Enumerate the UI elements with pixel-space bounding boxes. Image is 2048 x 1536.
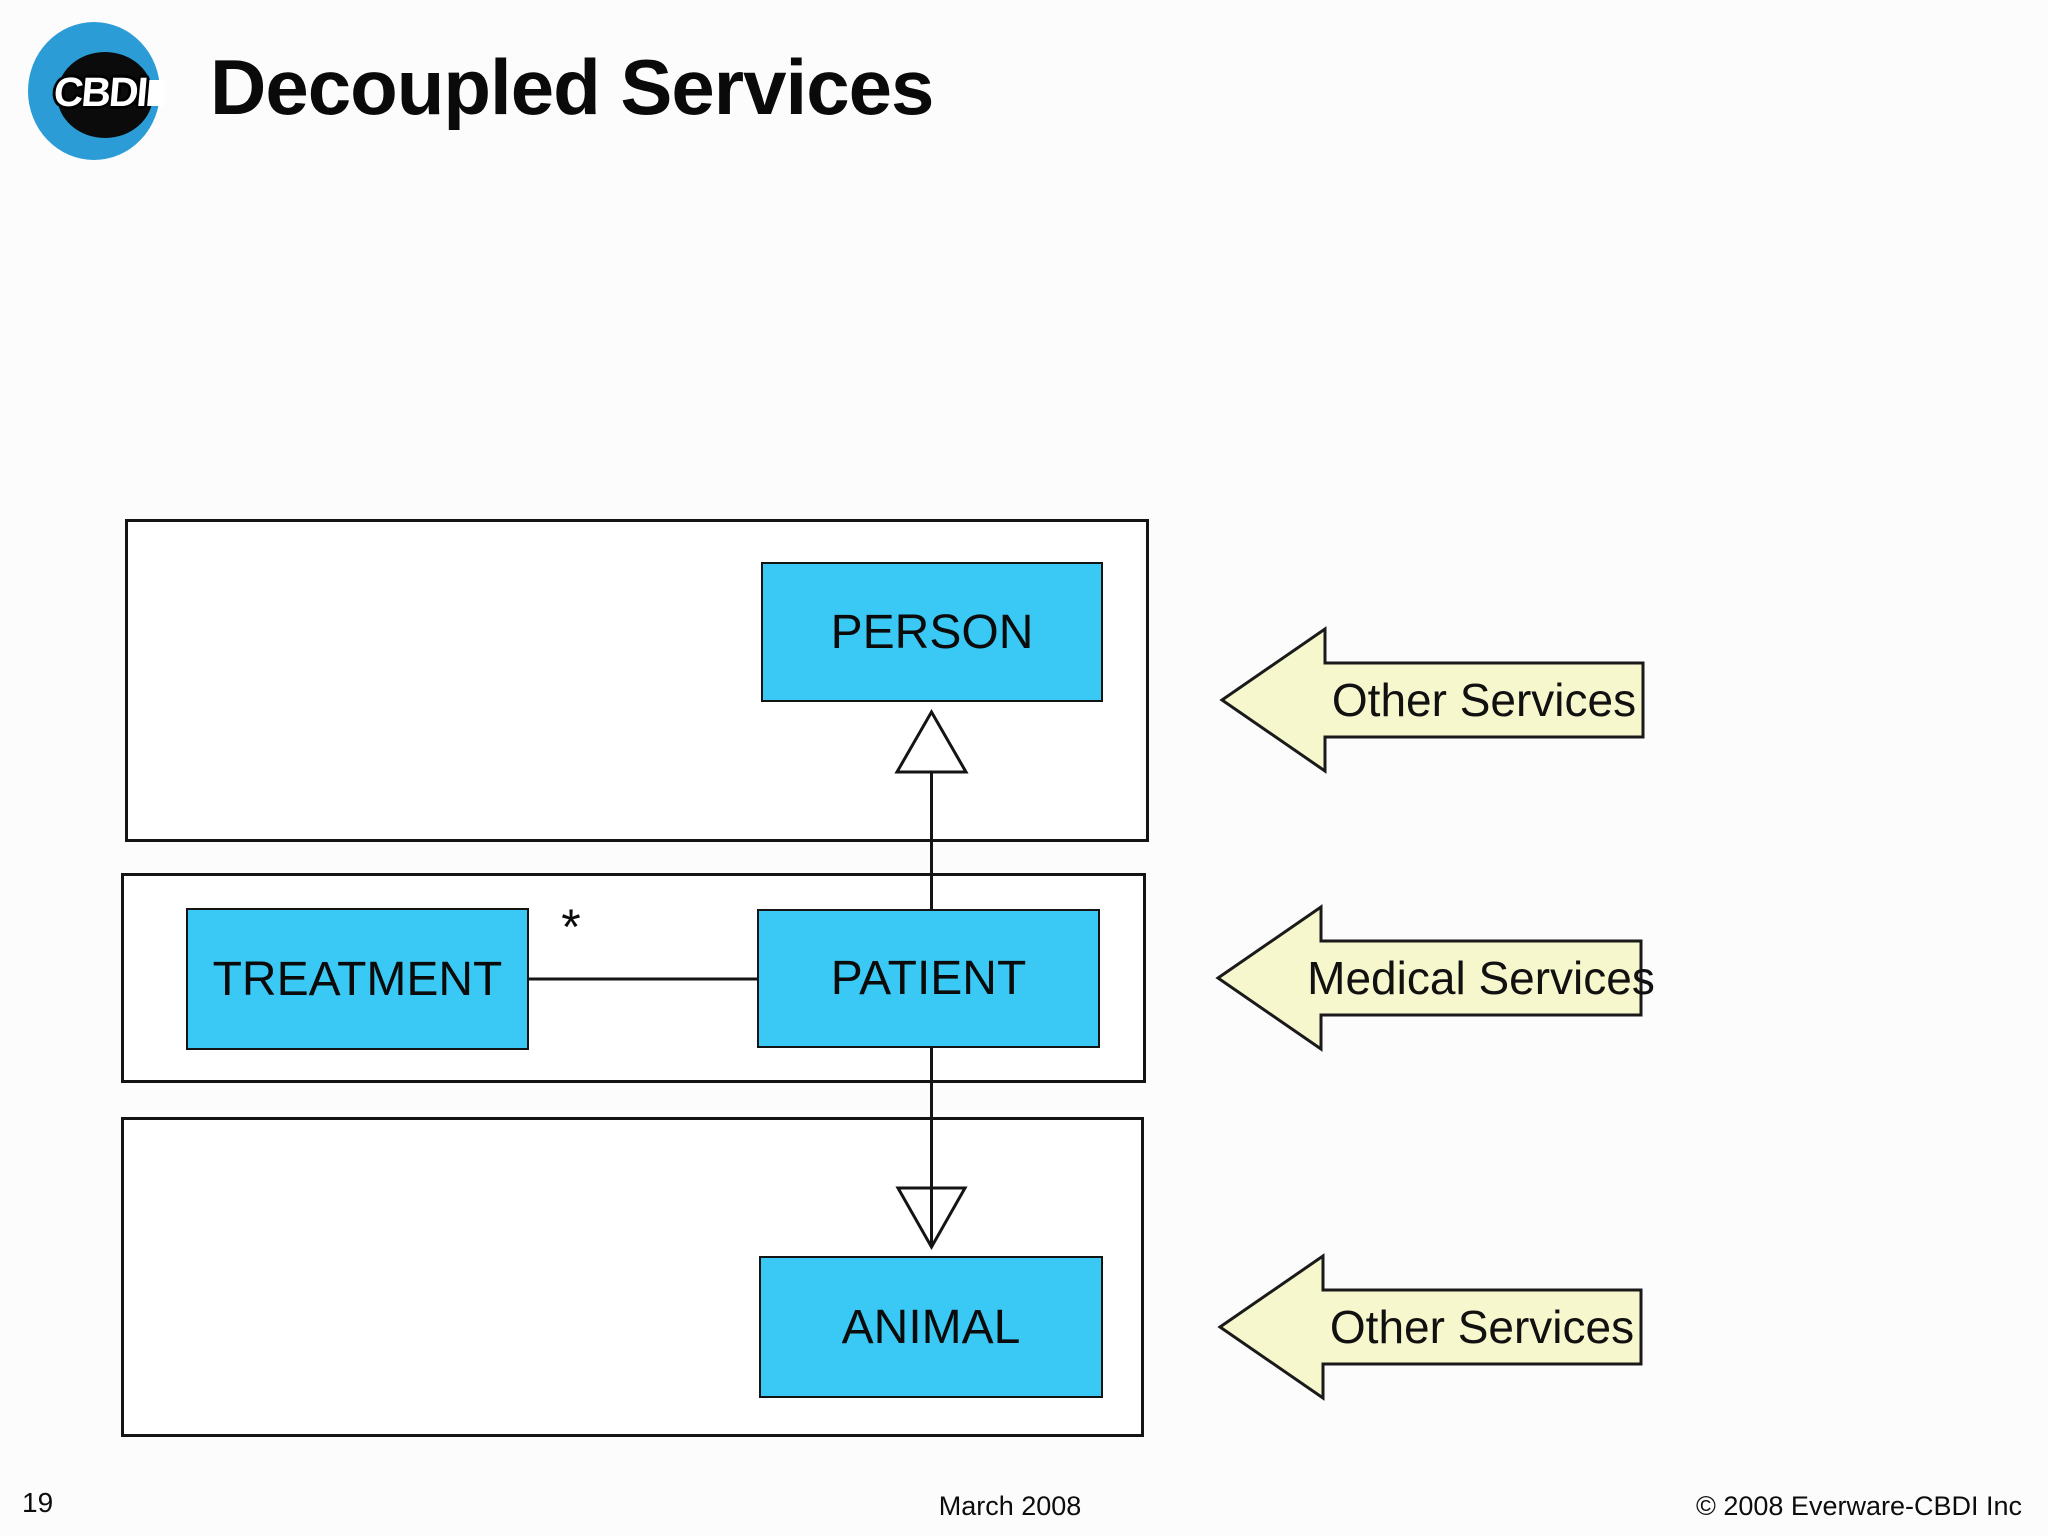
node-patient: PATIENT <box>757 909 1100 1048</box>
multiplicity-star: * <box>561 899 581 955</box>
footer-copyright: © 2008 Everware-CBDI Inc <box>1695 1491 2022 1521</box>
page-number: 19 <box>22 1487 54 1518</box>
slide-title: Decoupled Services <box>210 43 934 131</box>
service-arrow-label-medical: Medical Services <box>1307 952 1655 1004</box>
logo-text: CBDI <box>51 69 149 115</box>
service-arrow-label-other-top: Other Services <box>1331 674 1637 726</box>
node-person-label: PERSON <box>830 605 1034 659</box>
footer-date: March 2008 <box>938 1491 1082 1521</box>
node-animal-label: ANIMAL <box>841 1300 1021 1354</box>
node-animal: ANIMAL <box>759 1256 1103 1398</box>
node-person: PERSON <box>761 562 1103 702</box>
node-treatment-label: TREATMENT <box>212 952 503 1006</box>
logo-black-disc <box>57 52 153 138</box>
cbdi-logo: CBDI <box>28 22 164 160</box>
logo-notch <box>146 80 164 106</box>
service-arrow-label-other-bottom: Other Services <box>1329 1301 1635 1353</box>
node-treatment: TREATMENT <box>186 908 529 1050</box>
node-patient-label: PATIENT <box>830 952 1027 1005</box>
